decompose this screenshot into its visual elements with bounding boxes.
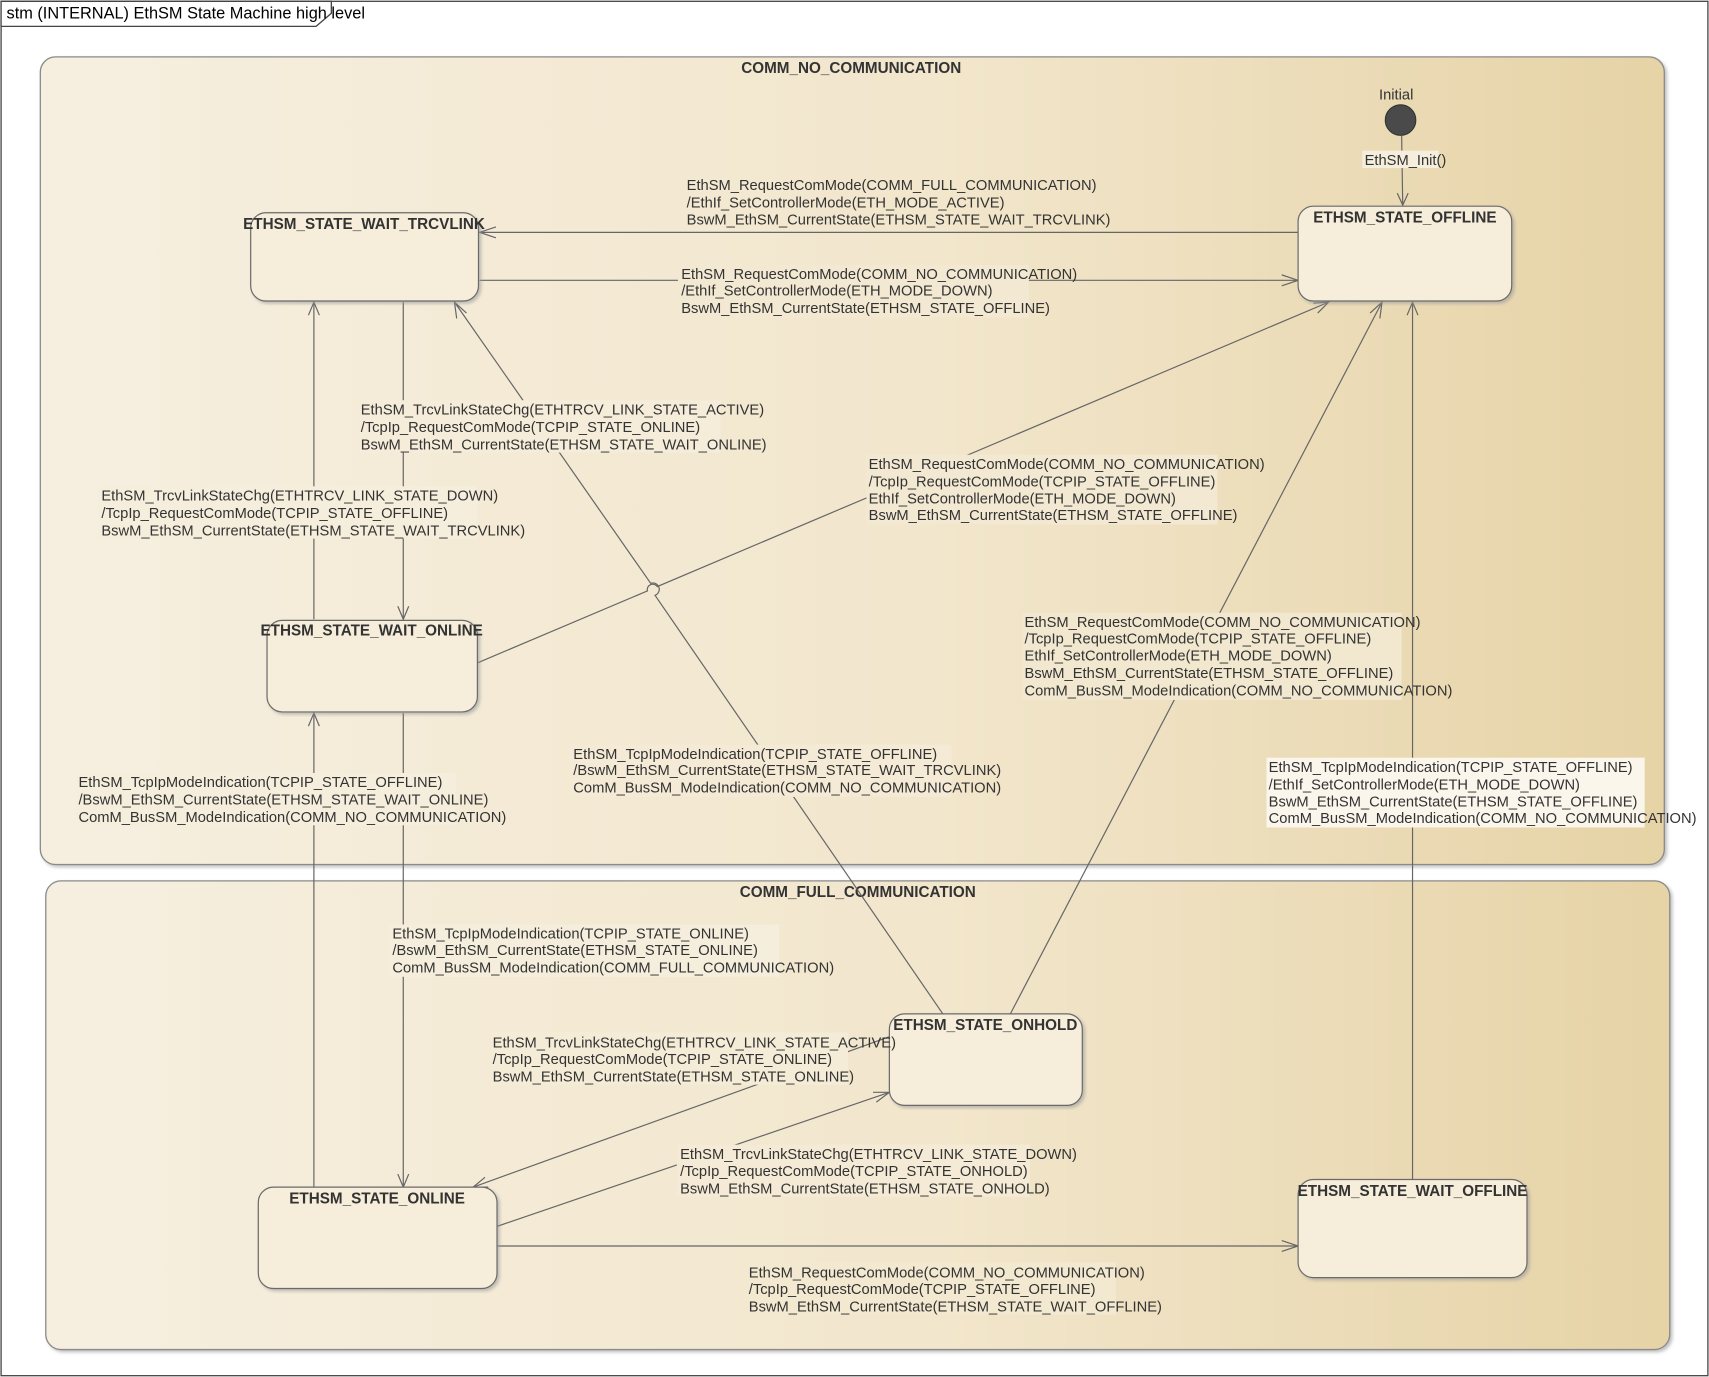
state-name-online: ETHSM_STATE_ONLINE: [289, 1190, 465, 1207]
label-onhold-to-online: EthSM_TrcvLinkStateChg(ETHTRCV_LINK_STAT…: [490, 1032, 896, 1085]
label-line: ComM_BusSM_ModeIndication(COMM_NO_COMMUN…: [573, 781, 1001, 797]
label-line: EthSM_TrcvLinkStateChg(ETHTRCV_LINK_STAT…: [361, 402, 764, 418]
label-line: BswM_EthSM_CurrentState(ETHSM_STATE_OFFL…: [1269, 795, 1638, 811]
label-line: EthSM_TrcvLinkStateChg(ETHTRCV_LINK_STAT…: [101, 488, 498, 504]
label-line: EthSM_TrcvLinkStateChg(ETHTRCV_LINK_STAT…: [493, 1036, 896, 1052]
label-wait-online-to-offline: EthSM_RequestComMode(COMM_NO_COMMUNICATI…: [866, 454, 1265, 525]
label-line: /EthIf_SetControllerMode(ETH_MODE_DOWN): [681, 284, 992, 300]
region-title-no-comm: COMM_NO_COMMUNICATION: [741, 60, 961, 77]
label-line: EthSM_RequestComMode(COMM_NO_COMMUNICATI…: [749, 1266, 1145, 1282]
label-line: /TcpIp_RequestComMode(TCPIP_STATE_OFFLIN…: [1025, 631, 1372, 647]
label-line: ComM_BusSM_ModeIndication(COMM_NO_COMMUN…: [1025, 684, 1453, 700]
label-offline-to-wait-trcvlink: EthSM_RequestComMode(COMM_FULL_COMMUNICA…: [687, 178, 1111, 229]
label-onhold-to-wait-trcvlink: EthSM_TcpIpModeIndication(TCPIP_STATE_OF…: [570, 744, 1001, 797]
state-online[interactable]: ETHSM_STATE_ONLINE: [257, 1186, 498, 1290]
label-wait-online-to-online: EthSM_TcpIpModeIndication(TCPIP_STATE_ON…: [389, 924, 834, 977]
state-name-wait-trcvlink: ETHSM_STATE_WAIT_TRCVLINK: [243, 216, 485, 233]
label-line: /BswM_EthSM_CurrentState(ETHSM_STATE_WAI…: [78, 793, 488, 809]
label-wait-trcvlink-to-offline: EthSM_RequestComMode(COMM_NO_COMMUNICATI…: [677, 265, 1077, 318]
label-line: BswM_EthSM_CurrentState(ETHSM_STATE_WAIT…: [687, 213, 1111, 229]
label-line: EthIf_SetControllerMode(ETH_MODE_DOWN): [1025, 649, 1332, 665]
state-name-wait-online: ETHSM_STATE_WAIT_ONLINE: [261, 623, 483, 640]
label-line: /TcpIp_RequestComMode(TCPIP_STATE_OFFLIN…: [749, 1282, 1096, 1298]
edge-onhold-to-wait-trcvlink[interactable]: [454, 301, 944, 1015]
label-init: EthSM_Init(): [1362, 150, 1447, 169]
label-wait-offline-to-offline: EthSM_TcpIpModeIndication(TCPIP_STATE_OF…: [1266, 757, 1697, 828]
label-line: EthSM_RequestComMode(COMM_NO_COMMUNICATI…: [681, 267, 1077, 283]
edge-init[interactable]: [1401, 135, 1404, 206]
label-line: /BswM_EthSM_CurrentState(ETHSM_STATE_WAI…: [573, 763, 1001, 779]
label-line: EthSM_RequestComMode(COMM_FULL_COMMUNICA…: [687, 178, 1097, 194]
label-line: EthSM_RequestComMode(COMM_NO_COMMUNICATI…: [869, 457, 1265, 473]
state-name-wait-offline: ETHSM_STATE_WAIT_OFFLINE: [1298, 1183, 1528, 1200]
label-line: BswM_EthSM_CurrentState(ETHSM_STATE_WAIT…: [361, 437, 767, 453]
state-wait-online[interactable]: ETHSM_STATE_WAIT_ONLINE: [261, 619, 483, 713]
label-line: BswM_EthSM_CurrentState(ETHSM_STATE_ONHO…: [680, 1182, 1050, 1198]
label-line: BswM_EthSM_CurrentState(ETHSM_STATE_OFFL…: [681, 301, 1050, 317]
label-line: /TcpIp_RequestComMode(TCPIP_STATE_ONLINE…: [493, 1052, 832, 1068]
state-name-offline: ETHSM_STATE_OFFLINE: [1313, 210, 1496, 227]
label-online-to-onhold: EthSM_TrcvLinkStateChg(ETHTRCV_LINK_STAT…: [676, 1144, 1077, 1198]
initial-node[interactable]: [1384, 104, 1417, 136]
label-line: EthSM_TcpIpModeIndication(TCPIP_STATE_OF…: [573, 747, 937, 763]
state-onhold[interactable]: ETHSM_STATE_ONHOLD: [888, 1013, 1083, 1106]
frame-title: stm (INTERNAL) EthSM State Machine high …: [7, 5, 365, 23]
label-wait-online-to-wait-trcvlink: EthSM_TrcvLinkStateChg(ETHTRCV_LINK_STAT…: [98, 486, 525, 539]
state-wait-offline[interactable]: ETHSM_STATE_WAIT_OFFLINE: [1297, 1178, 1528, 1279]
region-title-full-comm: COMM_FULL_COMMUNICATION: [740, 884, 976, 901]
label-line: EthSM_TcpIpModeIndication(TCPIP_STATE_OF…: [78, 775, 442, 791]
label-line: ComM_BusSM_ModeIndication(COMM_NO_COMMUN…: [1269, 811, 1697, 827]
state-name-onhold: ETHSM_STATE_ONHOLD: [893, 1017, 1077, 1034]
label-line: /TcpIp_RequestComMode(TCPIP_STATE_OFFLIN…: [101, 506, 448, 522]
label-line: BswM_EthSM_CurrentState(ETHSM_STATE_WAIT…: [749, 1299, 1162, 1315]
label-line: EthSM_Init(): [1365, 153, 1447, 169]
label-line: EthSM_TcpIpModeIndication(TCPIP_STATE_OF…: [1269, 760, 1633, 776]
label-line: /BswM_EthSM_CurrentState(ETHSM_STATE_ONL…: [392, 943, 757, 959]
label-line: BswM_EthSM_CurrentState(ETHSM_STATE_WAIT…: [101, 523, 525, 539]
label-online-to-wait-offline: EthSM_RequestComMode(COMM_NO_COMMUNICATI…: [745, 1262, 1162, 1315]
frame-tab: [0, 0, 332, 28]
label-line: ComM_BusSM_ModeIndication(COMM_FULL_COMM…: [392, 960, 834, 976]
label-line: BswM_EthSM_CurrentState(ETHSM_STATE_OFFL…: [1025, 666, 1394, 682]
edge-wait-online-to-offline[interactable]: [477, 301, 1329, 664]
label-line: /TcpIp_RequestComMode(TCPIP_STATE_OFFLIN…: [869, 474, 1216, 490]
label-online-to-wait-online: EthSM_TcpIpModeIndication(TCPIP_STATE_OF…: [76, 772, 506, 826]
label-line: EthSM_TcpIpModeIndication(TCPIP_STATE_ON…: [392, 927, 749, 943]
state-wait-trcvlink[interactable]: ETHSM_STATE_WAIT_TRCVLINK: [243, 212, 485, 302]
label-line: /TcpIp_RequestComMode(TCPIP_STATE_ONLINE…: [361, 420, 700, 436]
label-line: EthSM_RequestComMode(COMM_NO_COMMUNICATI…: [1025, 615, 1421, 631]
label-line: ComM_BusSM_ModeIndication(COMM_NO_COMMUN…: [78, 810, 506, 826]
label-wait-trcvlink-to-wait-online: EthSM_TrcvLinkStateChg(ETHTRCV_LINK_STAT…: [358, 400, 767, 453]
label-line: /EthIf_SetControllerMode(ETH_MODE_DOWN): [1269, 777, 1580, 793]
label-line: /EthIf_SetControllerMode(ETH_MODE_ACTIVE…: [687, 195, 1005, 211]
initial-node-label: Initial: [1379, 87, 1413, 103]
state-offline[interactable]: ETHSM_STATE_OFFLINE: [1297, 205, 1513, 302]
label-line: EthIf_SetControllerMode(ETH_MODE_DOWN): [869, 492, 1176, 508]
label-line: BswM_EthSM_CurrentState(ETHSM_STATE_ONLI…: [493, 1069, 854, 1085]
label-line: BswM_EthSM_CurrentState(ETHSM_STATE_OFFL…: [869, 508, 1238, 524]
label-line: /TcpIp_RequestComMode(TCPIP_STATE_ONHOLD…: [680, 1164, 1028, 1180]
label-onhold-to-offline: EthSM_RequestComMode(COMM_NO_COMMUNICATI…: [1022, 612, 1453, 700]
label-line: EthSM_TrcvLinkStateChg(ETHTRCV_LINK_STAT…: [680, 1147, 1077, 1163]
